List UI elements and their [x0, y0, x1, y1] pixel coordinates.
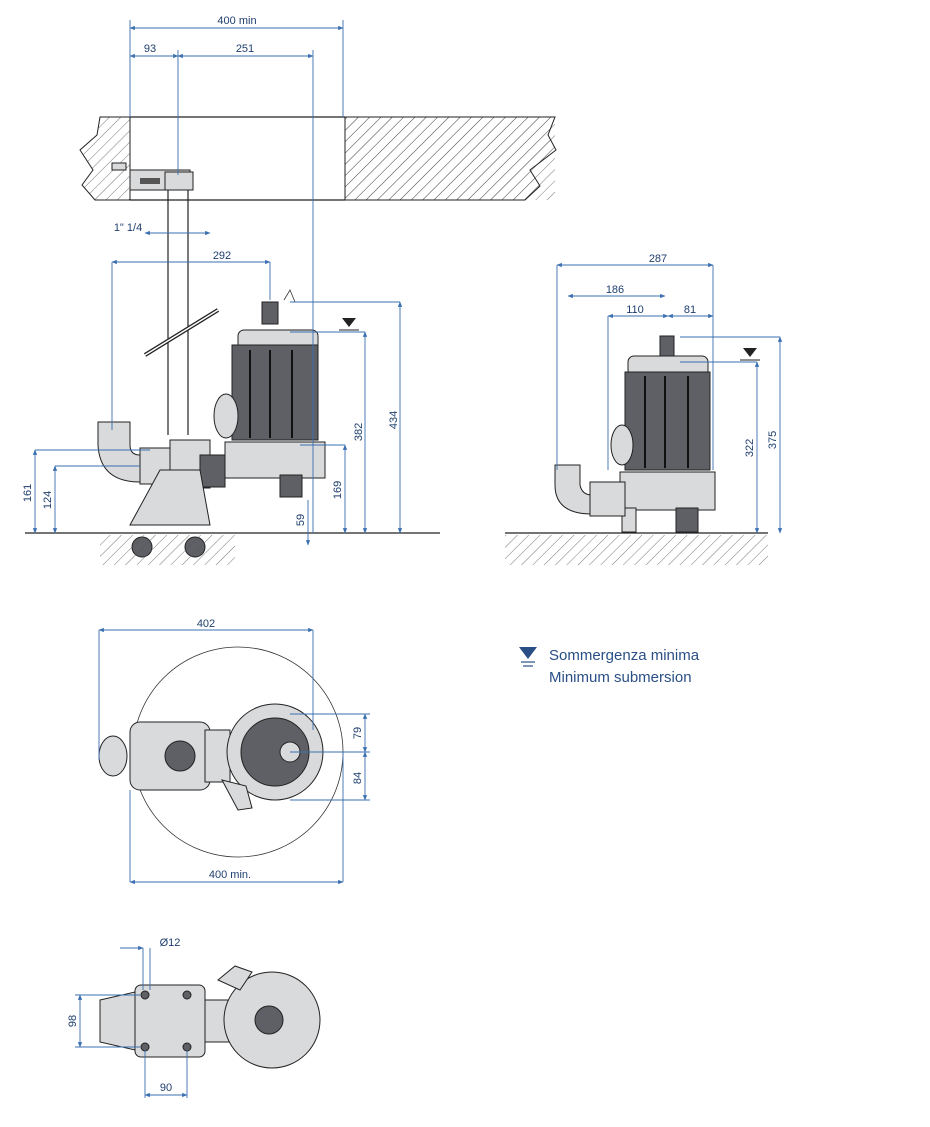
dim-84: 84: [352, 772, 364, 784]
dim-400-min: 400 min: [217, 15, 256, 27]
dim-79: 79: [352, 727, 364, 739]
dim-402: 402: [197, 618, 215, 630]
dim-186: 186: [606, 284, 624, 296]
plan-view: 402 79 84 400 min.: [98, 618, 370, 885]
side-dimensions: 400 min 93 251 1" 1/4 292 382 434: [22, 15, 403, 546]
dim-400-min-plan: 400 min.: [209, 869, 251, 881]
guide-rail: [143, 190, 220, 435]
dim-292: 292: [213, 250, 231, 262]
base-dimensions: Ø12 98 90: [67, 937, 188, 1098]
legend-line-2: Minimum submersion: [549, 669, 692, 686]
dim-322: 322: [744, 439, 756, 457]
dim-287: 287: [649, 253, 667, 265]
dim-124: 124: [42, 491, 54, 509]
dim-d12: Ø12: [160, 937, 181, 949]
floor-side: [25, 532, 440, 565]
dim-90: 90: [160, 1082, 172, 1094]
discharge-elbow-free: [554, 464, 626, 517]
dim-110: 110: [626, 304, 644, 316]
free-standing-view: 287 186 110 81 322 375: [505, 253, 783, 565]
ceiling-slab: [79, 116, 557, 201]
water-level-icon: [519, 647, 537, 667]
plan-dimensions: 402 79 84 400 min.: [98, 618, 370, 885]
dim-161: 161: [22, 484, 34, 502]
base-view: Ø12 98 90: [67, 937, 321, 1098]
pump-base-top: [99, 965, 321, 1069]
dim-59: 59: [295, 514, 307, 526]
dim-93: 93: [144, 43, 156, 55]
pump-top: [98, 703, 324, 811]
side-view: 400 min 93 251 1" 1/4 292 382 434: [22, 15, 557, 565]
floor-free: [505, 532, 768, 565]
dim-98: 98: [67, 1015, 79, 1027]
dim-81: 81: [684, 304, 696, 316]
pump-body-side: [213, 289, 326, 498]
pump-body-free: [610, 335, 716, 533]
free-dimensions: 287 186 110 81 322 375: [556, 253, 783, 534]
water-level-icon: [740, 348, 760, 361]
dim-169: 169: [332, 481, 344, 499]
dim-434: 434: [388, 411, 400, 429]
legend-line-1: Sommergenza minima: [549, 647, 700, 664]
legend: Sommergenza minima Minimum submersion: [519, 647, 700, 686]
water-level-icon: [339, 318, 359, 331]
dim-375: 375: [767, 431, 779, 449]
dim-382: 382: [353, 423, 365, 441]
dim-pipe-diameter: 1" 1/4: [114, 222, 142, 234]
dim-251: 251: [236, 43, 254, 55]
